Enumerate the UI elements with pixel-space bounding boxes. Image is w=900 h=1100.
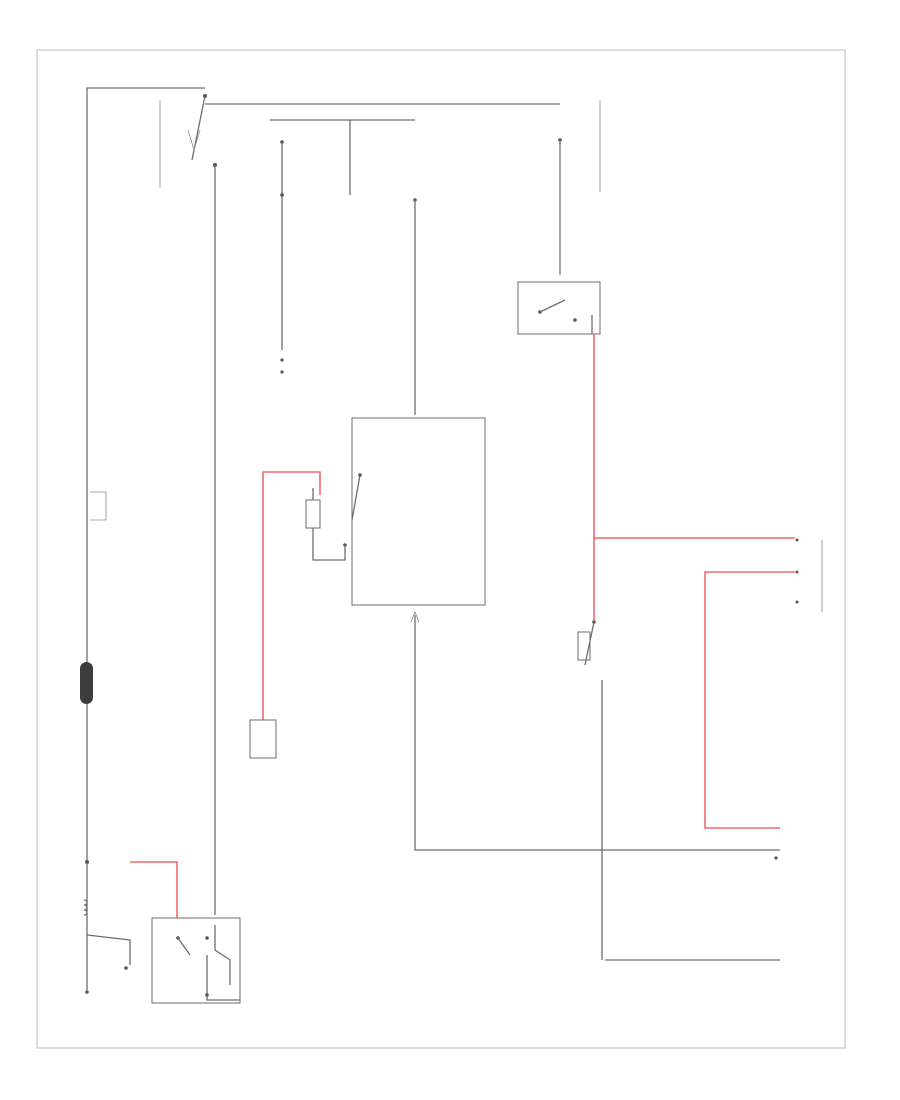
clutch-feed-red (593, 334, 795, 829)
ignition-switch (517, 138, 601, 335)
starter-circuit (83, 860, 241, 1004)
ignition-switch-contact (187, 94, 217, 915)
neutral-safety-connector (795, 538, 823, 612)
crank-relay-box (305, 417, 486, 606)
fuse-branch-right (413, 198, 417, 415)
battery-feed-circuit (80, 87, 205, 860)
fuse-branch-center (280, 140, 284, 374)
pcm-bus (605, 849, 780, 961)
relay-feed-red (262, 471, 321, 720)
clutch-switch (577, 620, 603, 960)
fusible-link (80, 662, 93, 704)
ignition-bus (159, 100, 601, 195)
relay-to-pcm (410, 610, 605, 851)
ecm-module (249, 719, 277, 759)
diagram-frame (36, 49, 846, 1049)
